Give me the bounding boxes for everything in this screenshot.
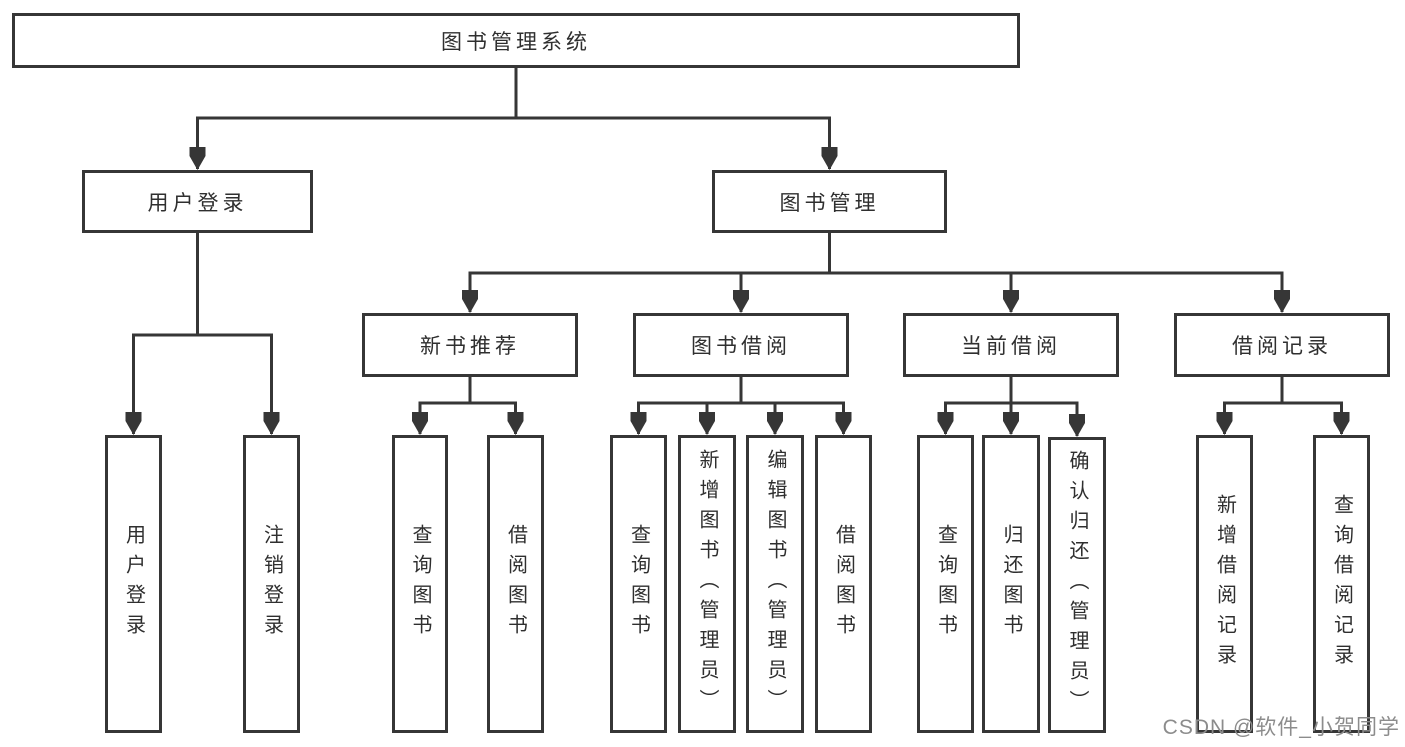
node-label-borrow-records: 借阅记录 bbox=[1232, 335, 1332, 358]
node-leaf-bor-query: 查询图书 bbox=[610, 435, 667, 733]
node-book-mgmt: 图书管理 bbox=[712, 170, 947, 233]
node-leaf-login: 用户登录 bbox=[105, 435, 162, 733]
node-label-new-book-rec: 新书推荐 bbox=[420, 335, 520, 358]
node-leaf-bor-borrow: 借阅图书 bbox=[815, 435, 872, 733]
node-label-leaf-cur-return: 归还图书 bbox=[1000, 524, 1022, 644]
node-label-leaf-rec-query: 查询图书 bbox=[409, 524, 431, 644]
node-book-borrow: 图书借阅 bbox=[633, 313, 849, 377]
node-label-leaf-log-query: 查询借阅记录 bbox=[1330, 494, 1353, 674]
node-leaf-logout: 注销登录 bbox=[243, 435, 300, 733]
node-label-leaf-bor-edit: 编辑图书（管理员） bbox=[764, 449, 786, 719]
node-user-login: 用户登录 bbox=[82, 170, 313, 233]
node-label-leaf-bor-query: 查询图书 bbox=[627, 524, 650, 644]
node-label-leaf-logout: 注销登录 bbox=[260, 524, 283, 644]
node-label-leaf-cur-query: 查询图书 bbox=[934, 524, 957, 644]
node-leaf-bor-add: 新增图书（管理员） bbox=[678, 435, 736, 733]
node-borrow-records: 借阅记录 bbox=[1174, 313, 1390, 377]
node-label-user-login: 用户登录 bbox=[147, 191, 248, 215]
node-label-leaf-cur-confirm: 确认归还（管理员） bbox=[1066, 450, 1088, 720]
node-leaf-cur-confirm: 确认归还（管理员） bbox=[1048, 437, 1106, 733]
node-leaf-cur-query: 查询图书 bbox=[917, 435, 974, 733]
node-label-leaf-bor-add: 新增图书（管理员） bbox=[696, 449, 718, 719]
node-leaf-rec-borrow: 借阅图书 bbox=[487, 435, 544, 733]
node-label-leaf-bor-borrow: 借阅图书 bbox=[832, 524, 855, 644]
node-label-book-mgmt: 图书管理 bbox=[779, 191, 880, 215]
node-label-leaf-rec-borrow: 借阅图书 bbox=[504, 524, 527, 644]
node-label-root: 图书管理系统 bbox=[441, 30, 591, 54]
node-label-leaf-login: 用户登录 bbox=[122, 524, 145, 644]
node-leaf-log-add: 新增借阅记录 bbox=[1196, 435, 1253, 733]
node-leaf-log-query: 查询借阅记录 bbox=[1313, 435, 1370, 733]
node-leaf-bor-edit: 编辑图书（管理员） bbox=[746, 435, 804, 733]
node-current-borrow: 当前借阅 bbox=[903, 313, 1119, 377]
node-label-book-borrow: 图书借阅 bbox=[691, 335, 791, 358]
node-root: 图书管理系统 bbox=[12, 13, 1020, 68]
node-leaf-cur-return: 归还图书 bbox=[982, 435, 1040, 733]
watermark: CSDN @软件_小贺同学 bbox=[1162, 716, 1400, 739]
node-new-book-rec: 新书推荐 bbox=[362, 313, 578, 377]
node-label-current-borrow: 当前借阅 bbox=[961, 335, 1061, 358]
node-label-leaf-log-add: 新增借阅记录 bbox=[1213, 494, 1236, 674]
node-leaf-rec-query: 查询图书 bbox=[392, 435, 448, 733]
